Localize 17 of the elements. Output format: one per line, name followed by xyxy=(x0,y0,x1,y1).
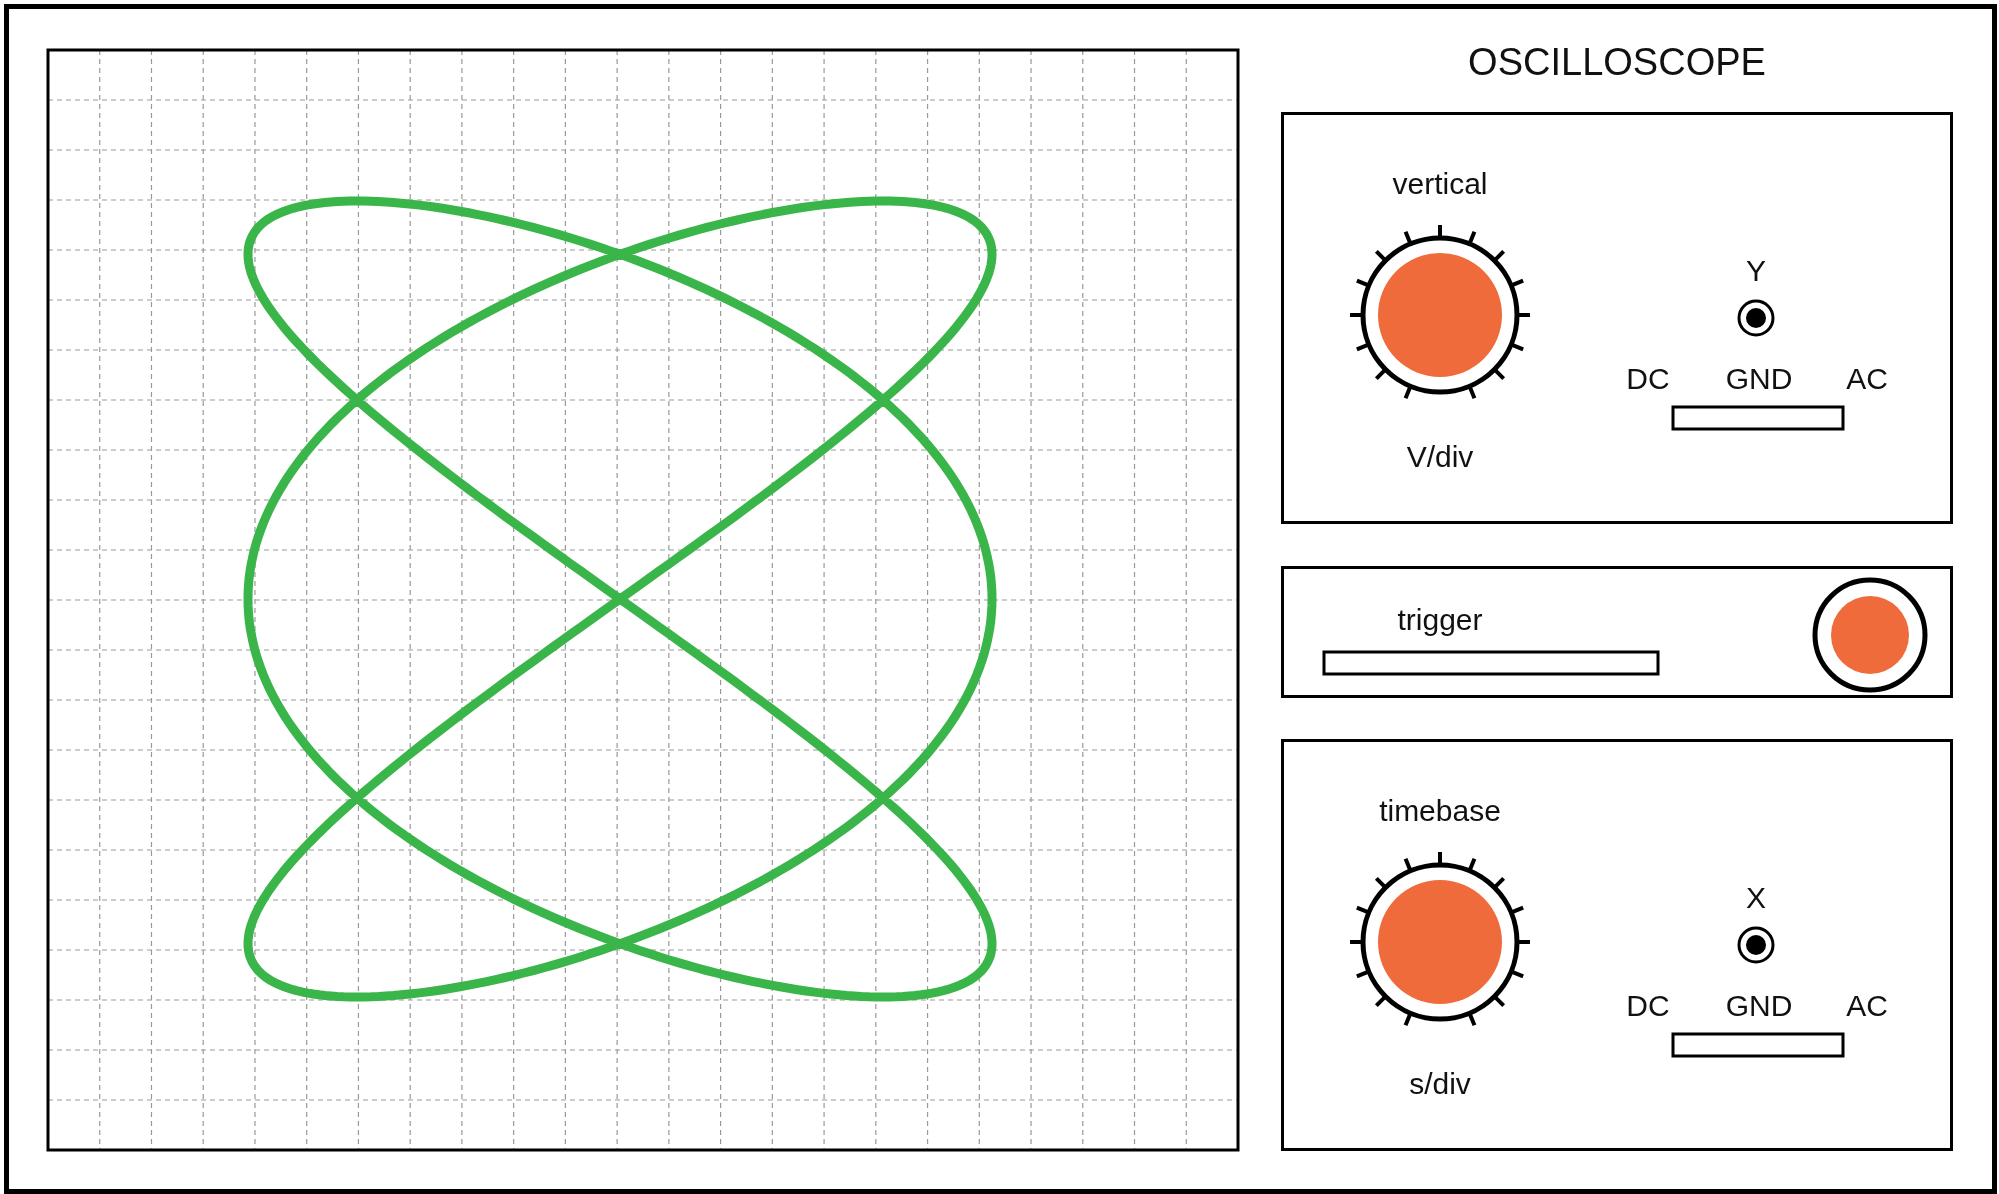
coupling-label: DC xyxy=(1626,362,1670,396)
coupling-label: DC xyxy=(1626,989,1670,1023)
coupling-label: AC xyxy=(1846,989,1888,1023)
panel-heading: timebase xyxy=(1379,794,1501,828)
panel-heading: vertical xyxy=(1392,167,1488,201)
coupling-label: AC xyxy=(1846,362,1888,396)
control-panel xyxy=(1281,112,1953,524)
title: OSCILLOSCOPE xyxy=(1468,40,1766,84)
panel-heading: trigger xyxy=(1397,603,1483,637)
input-label: Y xyxy=(1746,254,1766,288)
coupling-label: GND xyxy=(1725,989,1793,1023)
control-panel xyxy=(1281,739,1953,1151)
coupling-label: GND xyxy=(1725,362,1793,396)
unit-label: s/div xyxy=(1409,1067,1471,1101)
control-panel xyxy=(1281,566,1953,698)
unit-label: V/div xyxy=(1406,440,1474,474)
input-label: X xyxy=(1746,881,1766,915)
